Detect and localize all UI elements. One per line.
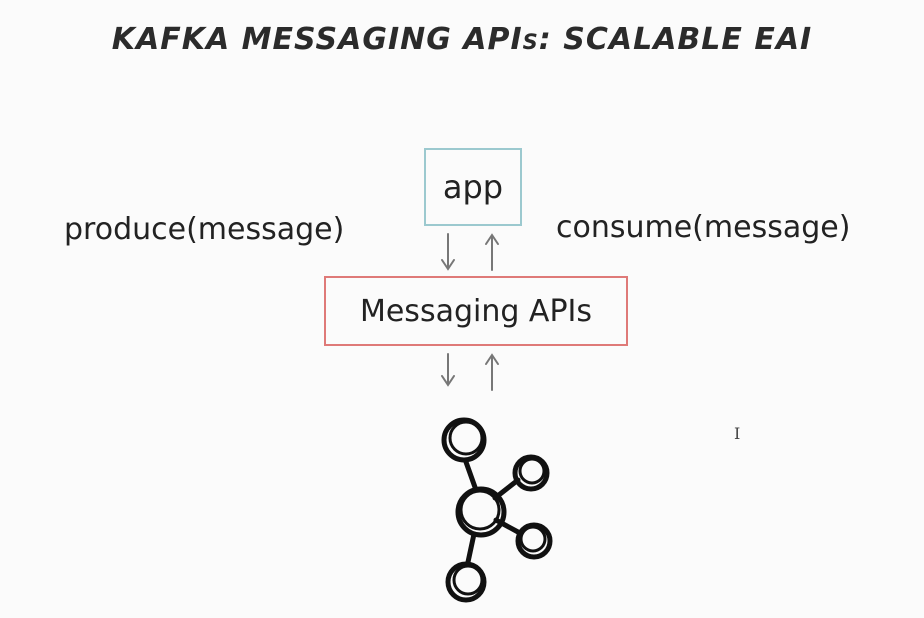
app-box: app <box>424 148 522 226</box>
produce-label: produce(message) <box>64 212 345 247</box>
messaging-apis-box: Messaging APIs <box>324 276 628 346</box>
text-cursor-icon: I <box>734 424 741 443</box>
diagram-title: KAFKA MESSAGING APIs: SCALABLE EAI <box>111 22 813 57</box>
messaging-apis-label: Messaging APIs <box>359 293 593 329</box>
kafka-cluster-icon <box>441 417 553 603</box>
app-to-api-down-arrow <box>441 233 455 271</box>
api-to-app-up-arrow <box>485 233 499 271</box>
cluster-to-api-up-arrow <box>485 353 499 391</box>
consume-label: consume(message) <box>556 210 851 245</box>
api-to-cluster-down-arrow <box>441 353 455 387</box>
app-box-label: app <box>442 168 504 206</box>
